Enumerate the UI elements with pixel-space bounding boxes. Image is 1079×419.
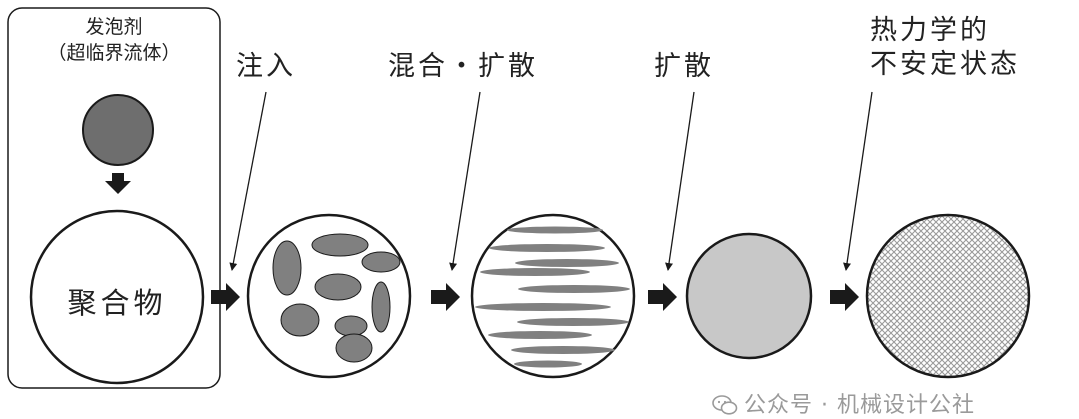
- wechat-icon: [712, 395, 738, 415]
- streak: [507, 226, 603, 234]
- foaming-agent-text: 发泡剂: [85, 16, 143, 38]
- droplet: [311, 233, 369, 257]
- droplet: [334, 315, 368, 337]
- watermark-text: 公众号 · 机械设计公社: [744, 393, 975, 418]
- droplet: [314, 273, 362, 301]
- streak: [511, 346, 615, 354]
- droplet: [361, 251, 401, 273]
- watermark: 公众号 · 机械设计公社: [712, 387, 975, 419]
- process-arrow-icon: [830, 283, 859, 311]
- process-arrow-icon: [211, 283, 240, 311]
- polymer-label: 聚合物: [67, 286, 167, 320]
- mixing-diffusion-label: 混合・扩散: [388, 51, 538, 82]
- streak: [515, 259, 619, 267]
- streak: [518, 285, 630, 293]
- droplet: [335, 333, 373, 363]
- streak: [489, 244, 605, 252]
- streak: [488, 331, 592, 339]
- streak: [514, 360, 582, 368]
- polymer-circle: [29, 209, 205, 385]
- foaming-agent-circle: [82, 94, 154, 166]
- thermo-line-2: 不安定状态: [870, 49, 1020, 80]
- process-arrow-icon: [648, 283, 677, 311]
- injection-label: 注入: [236, 51, 296, 82]
- foaming-agent-label: 发泡剂 （超临界流体）: [0, 14, 228, 66]
- unstable-state-circle: [865, 213, 1031, 379]
- pointer-line: [449, 91, 481, 271]
- thermo-line-1: 热力学的: [870, 15, 990, 46]
- foaming-agent-panel: [7, 7, 221, 389]
- streak: [475, 303, 611, 311]
- pointer-line: [843, 91, 873, 271]
- process-arrow-icon: [431, 283, 460, 311]
- down-arrow-icon: [105, 173, 131, 194]
- droplet: [272, 240, 302, 296]
- diffused-circle: [685, 232, 813, 360]
- thermodynamic-label: 热力学的 不安定状态: [870, 14, 1020, 82]
- droplet: [371, 281, 391, 333]
- supercritical-text: （超临界流体）: [47, 42, 181, 64]
- diffusion-label: 扩散: [654, 51, 714, 82]
- pointer-line: [229, 91, 267, 271]
- droplet: [280, 303, 320, 337]
- streak: [517, 318, 629, 326]
- streak: [480, 268, 590, 276]
- pointer-line: [665, 91, 695, 271]
